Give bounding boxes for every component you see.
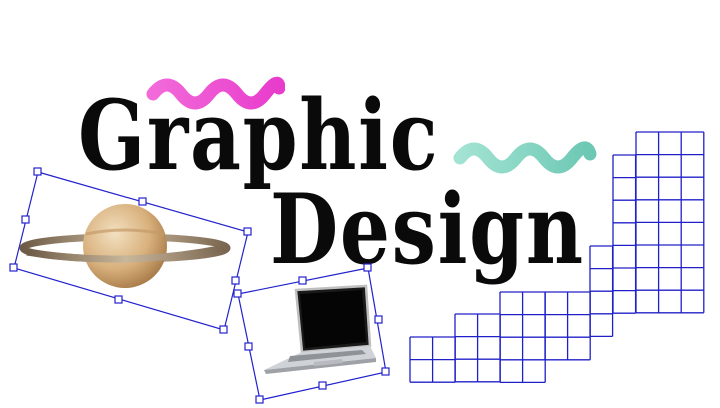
laptop-bounding-box xyxy=(233,263,390,404)
planet-selection[interactable] xyxy=(0,160,260,335)
saturn-planet-icon xyxy=(19,204,231,288)
laptop-icon xyxy=(264,284,376,374)
title-graphic[interactable]: Graphic xyxy=(78,79,440,192)
resize-handle-top[interactable] xyxy=(138,197,147,206)
teal-squiggle[interactable] xyxy=(450,136,600,180)
resize-handle-right[interactable] xyxy=(231,276,240,285)
resize-handle-bottom-left[interactable] xyxy=(9,263,18,272)
resize-handle-top-right[interactable] xyxy=(243,227,252,236)
resize-handle-bottom[interactable] xyxy=(114,295,123,304)
title-design[interactable]: Design xyxy=(270,173,585,286)
resize-handle-left[interactable] xyxy=(21,215,30,224)
resize-handle-top-left[interactable] xyxy=(33,167,42,176)
planet-bounding-box xyxy=(9,167,252,334)
resize-handle-top-right[interactable] xyxy=(363,263,372,272)
resize-handle-top[interactable] xyxy=(298,276,307,285)
resize-handle-bottom-right[interactable] xyxy=(219,325,228,334)
magenta-squiggle[interactable] xyxy=(145,72,285,116)
resize-handle-bottom[interactable] xyxy=(318,381,327,390)
resize-handle-bottom-right[interactable] xyxy=(381,367,390,376)
resize-handle-right[interactable] xyxy=(374,315,383,324)
resize-handle-top-left[interactable] xyxy=(233,289,242,298)
laptop-selection[interactable] xyxy=(230,260,390,408)
resize-handle-left[interactable] xyxy=(244,342,253,351)
resize-handle-bottom-left[interactable] xyxy=(255,395,264,404)
